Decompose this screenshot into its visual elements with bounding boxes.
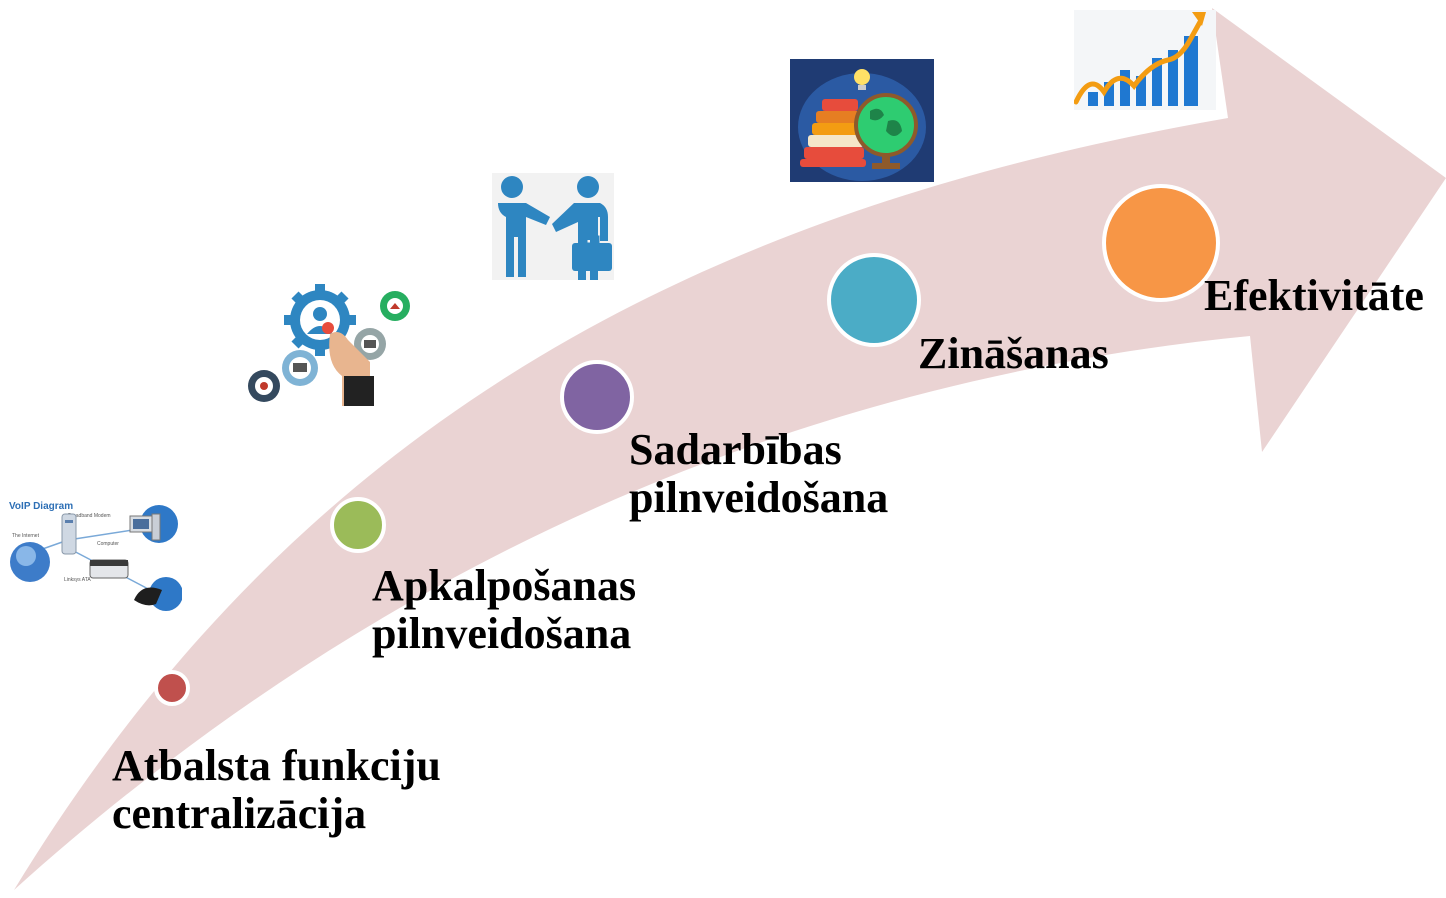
step-2-line-1: Apkalpošanas: [372, 561, 637, 610]
progress-arrow: [14, 8, 1446, 890]
step-3-line-1: Sadarbības: [629, 425, 842, 474]
voip-label-modem: Broadband Modem: [68, 513, 111, 519]
step-2-line-2: pilnveidošana: [372, 609, 632, 658]
voip-label-ata: Linksys ATA: [64, 577, 91, 583]
step-1-line-1: Atbalsta funkciju: [112, 741, 441, 790]
step-3-line-2: pilnveidošana: [629, 473, 889, 522]
step-4-line-1: Zināšanas: [918, 329, 1109, 378]
growth-bar-chart-icon: [1074, 10, 1216, 110]
voip-label-computer: Computer: [97, 541, 119, 547]
handshake-icon: [492, 173, 614, 280]
voip-diagram-icon: [10, 505, 182, 611]
gears-settings-icon: [248, 284, 410, 406]
step-label-1: Atbalsta funkciju centralizācija: [112, 742, 441, 838]
step-1-line-2: centralizācija: [112, 789, 367, 838]
step-label-3: Sadarbības pilnveidošana: [629, 426, 888, 522]
step-label-2: Apkalpošanas pilnveidošana: [372, 562, 636, 658]
voip-label-internet: The Internet: [12, 533, 39, 539]
step-5-line-1: Efektivitāte: [1204, 271, 1424, 320]
step-label-4: Zināšanas: [918, 330, 1109, 378]
voip-diagram-title: VoIP Diagram: [9, 501, 74, 512]
step-label-5: Efektivitāte: [1204, 272, 1424, 320]
books-globe-lightbulb-icon: [790, 59, 934, 182]
